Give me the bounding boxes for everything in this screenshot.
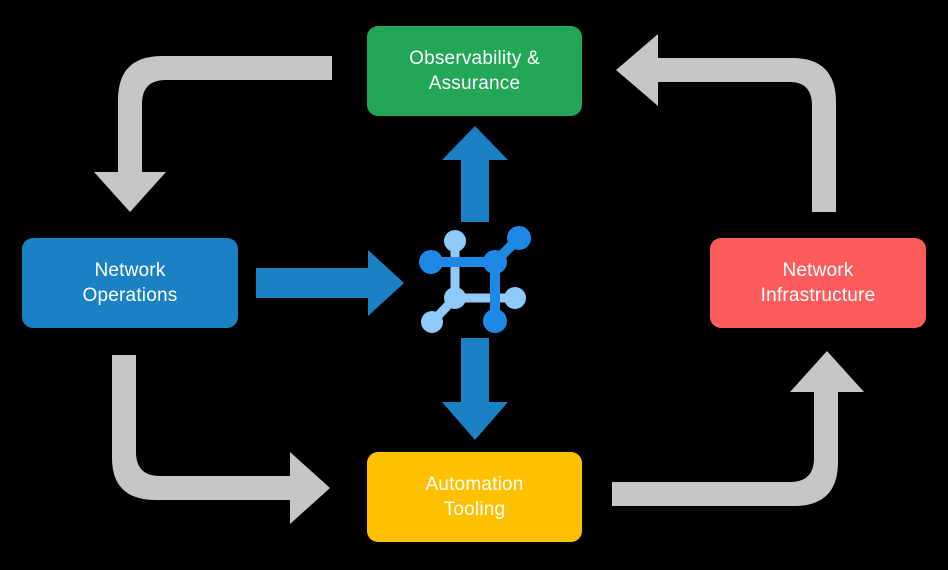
- arrow-center-to-automation: [442, 338, 508, 440]
- node-network-infrastructure[interactable]: Network Infrastructure: [710, 238, 926, 328]
- node-network-infrastructure-label: Network Infrastructure: [760, 259, 876, 306]
- arrow-operations-to-automation: [112, 355, 330, 524]
- arrow-center-to-observability: [442, 126, 508, 222]
- node-observability-assurance[interactable]: Observability & Assurance: [367, 26, 582, 116]
- network-topology-icon: [419, 226, 531, 333]
- node-network-operations[interactable]: Network Operations: [22, 238, 238, 328]
- node-automation-tooling[interactable]: Automation Tooling: [367, 452, 582, 542]
- node-automation-tooling-label: Automation Tooling: [425, 473, 524, 520]
- node-observability-label: Observability & Assurance: [409, 47, 540, 94]
- arrow-operations-to-center: [256, 250, 404, 316]
- topology-nodes-primary: [419, 226, 531, 333]
- arrow-infrastructure-to-observability: [616, 34, 836, 212]
- arrow-automation-to-infrastructure: [612, 351, 864, 506]
- node-network-operations-label: Network Operations: [82, 259, 178, 306]
- topology-nodes-secondary: [421, 230, 526, 333]
- arrow-observability-to-operations: [94, 56, 332, 212]
